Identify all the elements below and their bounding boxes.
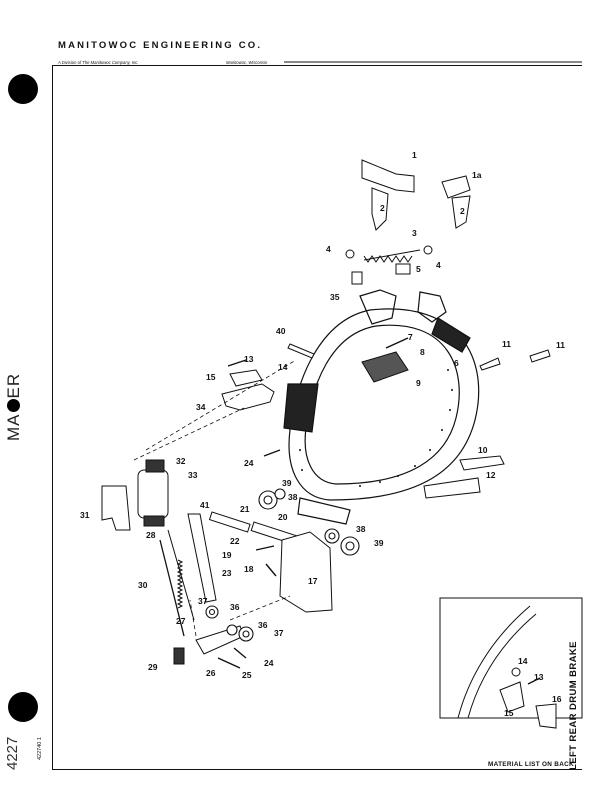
callout-7: 7 (408, 332, 413, 342)
callout-5: 5 (416, 264, 421, 274)
assembly-lines (133, 359, 297, 637)
callout-24a: 24 (244, 458, 254, 468)
part-3-spring (345, 245, 433, 285)
callout-13: 13 (244, 354, 254, 364)
callout-27: 27 (176, 616, 186, 626)
callout-37b: 37 (274, 628, 284, 638)
callout-2a: 2 (380, 203, 385, 213)
washers (205, 488, 360, 642)
part-1a-bracket (441, 175, 471, 229)
material-list-note: MATERIAL LIST ON BACK (488, 761, 574, 768)
part-40-pin (287, 343, 315, 359)
part-34-bracket (221, 369, 275, 411)
part-11-key-a (479, 357, 501, 371)
callout-20: 20 (278, 512, 288, 522)
callout-37a: 37 (198, 596, 208, 606)
brake-band (283, 289, 480, 525)
callout-22: 22 (230, 536, 240, 546)
inset-detail (439, 597, 583, 729)
division-line: A Division of The Manitowoc Company, Inc… (58, 60, 139, 65)
callout-6: 6 (454, 358, 459, 368)
callout-12: 12 (486, 470, 496, 480)
part-17-bracket (279, 531, 333, 613)
callout-14: 14 (278, 362, 288, 372)
part-23-lever (187, 513, 217, 603)
binder-hole-bottom (8, 692, 38, 722)
part-9-lining (361, 351, 409, 383)
callout-9: 9 (416, 378, 421, 388)
callout-21: 21 (240, 504, 250, 514)
callout-3: 3 (412, 228, 417, 238)
part-29-nut (173, 647, 185, 665)
part-10-12-plates (423, 455, 505, 499)
callout-29: 29 (148, 662, 158, 672)
callout-15: 15 (206, 372, 216, 382)
callout-11b: 11 (556, 340, 565, 350)
callout-17: 17 (308, 576, 318, 586)
callout-1: 1 (412, 150, 417, 160)
callout-11a: 11 (502, 339, 511, 349)
part-31-bracket (101, 485, 131, 531)
callout-1a: 1a (472, 170, 482, 180)
callout-36b: 36 (258, 620, 268, 630)
part-30-rod (159, 539, 185, 637)
callout-39b: 39 (374, 538, 384, 548)
page-frame (52, 65, 582, 770)
callout-35: 35 (330, 292, 340, 302)
callout-4a: 4 (326, 244, 331, 254)
inset-callout-14: 14 (518, 656, 528, 666)
part-7-pin (385, 337, 409, 349)
callout-40: 40 (276, 326, 286, 336)
callout-38b: 38 (356, 524, 366, 534)
callout-30: 30 (138, 580, 148, 590)
inset-callout-15: 15 (504, 708, 514, 718)
callout-23: 23 (222, 568, 232, 578)
location-line: Manitowoc, Wisconsin (226, 60, 268, 65)
part-32-cylinder (137, 459, 169, 527)
part-21-pin (208, 511, 251, 533)
inset-callout-13: 13 (534, 672, 544, 682)
binder-hole-top (8, 74, 38, 104)
callout-39a: 39 (282, 478, 292, 488)
callout-34: 34 (196, 402, 206, 412)
callout-32: 32 (176, 456, 186, 466)
callout-33: 33 (188, 470, 198, 480)
callout-24b: 24 (264, 658, 274, 668)
small-bolts (217, 359, 281, 669)
part-1-bracket (361, 159, 415, 231)
callout-10: 10 (478, 445, 488, 455)
callout-38a: 38 (288, 492, 298, 502)
part-11-key-b (529, 349, 551, 363)
company-header: MANITOWOC ENGINEERING CO. (58, 40, 263, 51)
callout-2b: 2 (460, 206, 465, 216)
callout-36a: 36 (230, 602, 240, 612)
inset-callout-16: 16 (552, 694, 562, 704)
callout-19: 19 (222, 550, 232, 560)
callout-41: 41 (200, 500, 210, 510)
callout-8: 8 (420, 347, 425, 357)
callout-25: 25 (242, 670, 252, 680)
part-27-spring (176, 559, 184, 609)
band-rivets (299, 369, 453, 487)
callout-26: 26 (206, 668, 216, 678)
callout-18: 18 (244, 564, 254, 574)
callout-28: 28 (146, 530, 156, 540)
callout-31: 31 (80, 510, 90, 520)
callout-4b: 4 (436, 260, 441, 270)
